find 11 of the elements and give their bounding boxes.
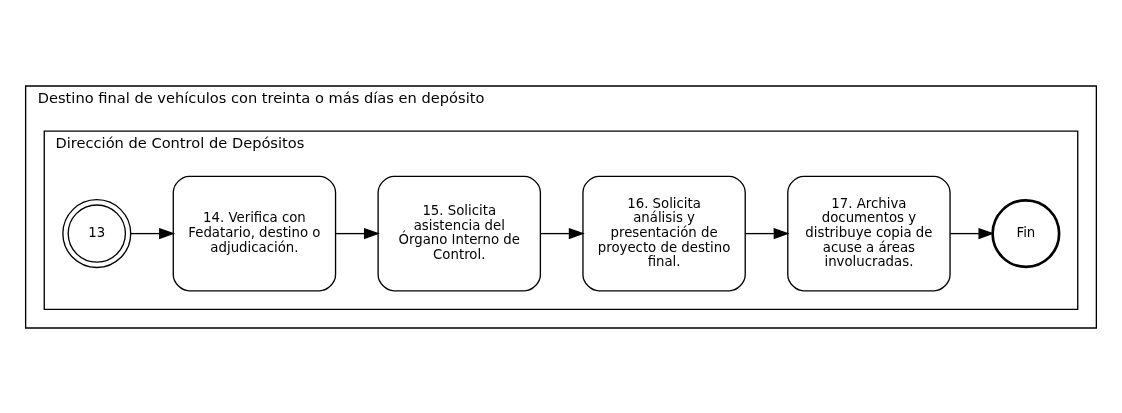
node-circle: 13 [62,198,132,268]
arrow [744,227,790,239]
node-box: 16. Solicita análisis y presentación de proyecto de destino final. [582,175,746,291]
node-box: 15. Solicita asistencia del Órgano Interno de Control. [377,175,542,291]
node-box: 14. Verifica con Fedatario, destino o adjudicación. [172,175,337,291]
arrow [949,227,995,239]
node-box: 17. Archiva documentos y distribuye copia de acuse a áreas involucradas. [787,175,951,291]
node-circle: Fin [991,198,1061,268]
arrow [334,227,380,239]
arrow [539,227,585,239]
arrow [130,227,176,239]
